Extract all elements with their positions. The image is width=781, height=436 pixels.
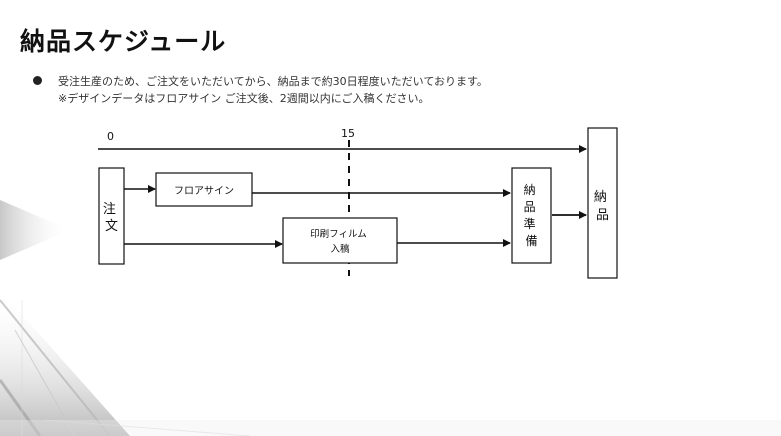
- order-box: [98, 167, 125, 265]
- order-char: 注: [103, 202, 116, 217]
- bullet-icon: [33, 76, 42, 85]
- delivery-char: 品: [596, 208, 609, 223]
- prep-char: 納: [524, 183, 536, 197]
- delivery-prep-label: 納 品 準 備: [524, 183, 540, 248]
- order-label: 注 文: [103, 202, 120, 234]
- print-film-box: [282, 217, 398, 264]
- note-line-2: ※デザインデータはフロアサイン ご注文後、2週間以内にご入稿ください。: [58, 92, 430, 105]
- delivery-box: [587, 127, 618, 279]
- page-title: 納品スケジュール: [20, 27, 227, 56]
- timeline-label-start: 0: [107, 130, 114, 143]
- floor-sign-label: フロアサイン: [174, 185, 234, 197]
- prep-char: 品: [524, 200, 536, 214]
- prep-char: 準: [524, 216, 536, 231]
- print-film-line-2: 入稿: [330, 243, 350, 255]
- note-line-1: 受注生産のため、ご注文をいただいてから、納品まで約30日程度いただいております。: [58, 75, 488, 88]
- order-char: 文: [105, 219, 118, 234]
- print-film-line-1: 印刷フィルム: [310, 228, 367, 240]
- delivery-char: 納: [594, 190, 607, 205]
- delivery-label: 納 品: [594, 190, 611, 223]
- prep-char: 備: [525, 233, 537, 248]
- floor-sign-box: [155, 172, 253, 207]
- timeline-label-mid: 15: [341, 127, 355, 140]
- delivery-prep-box: [511, 167, 552, 264]
- print-film-label: 印刷フィルム 入稿: [310, 228, 370, 255]
